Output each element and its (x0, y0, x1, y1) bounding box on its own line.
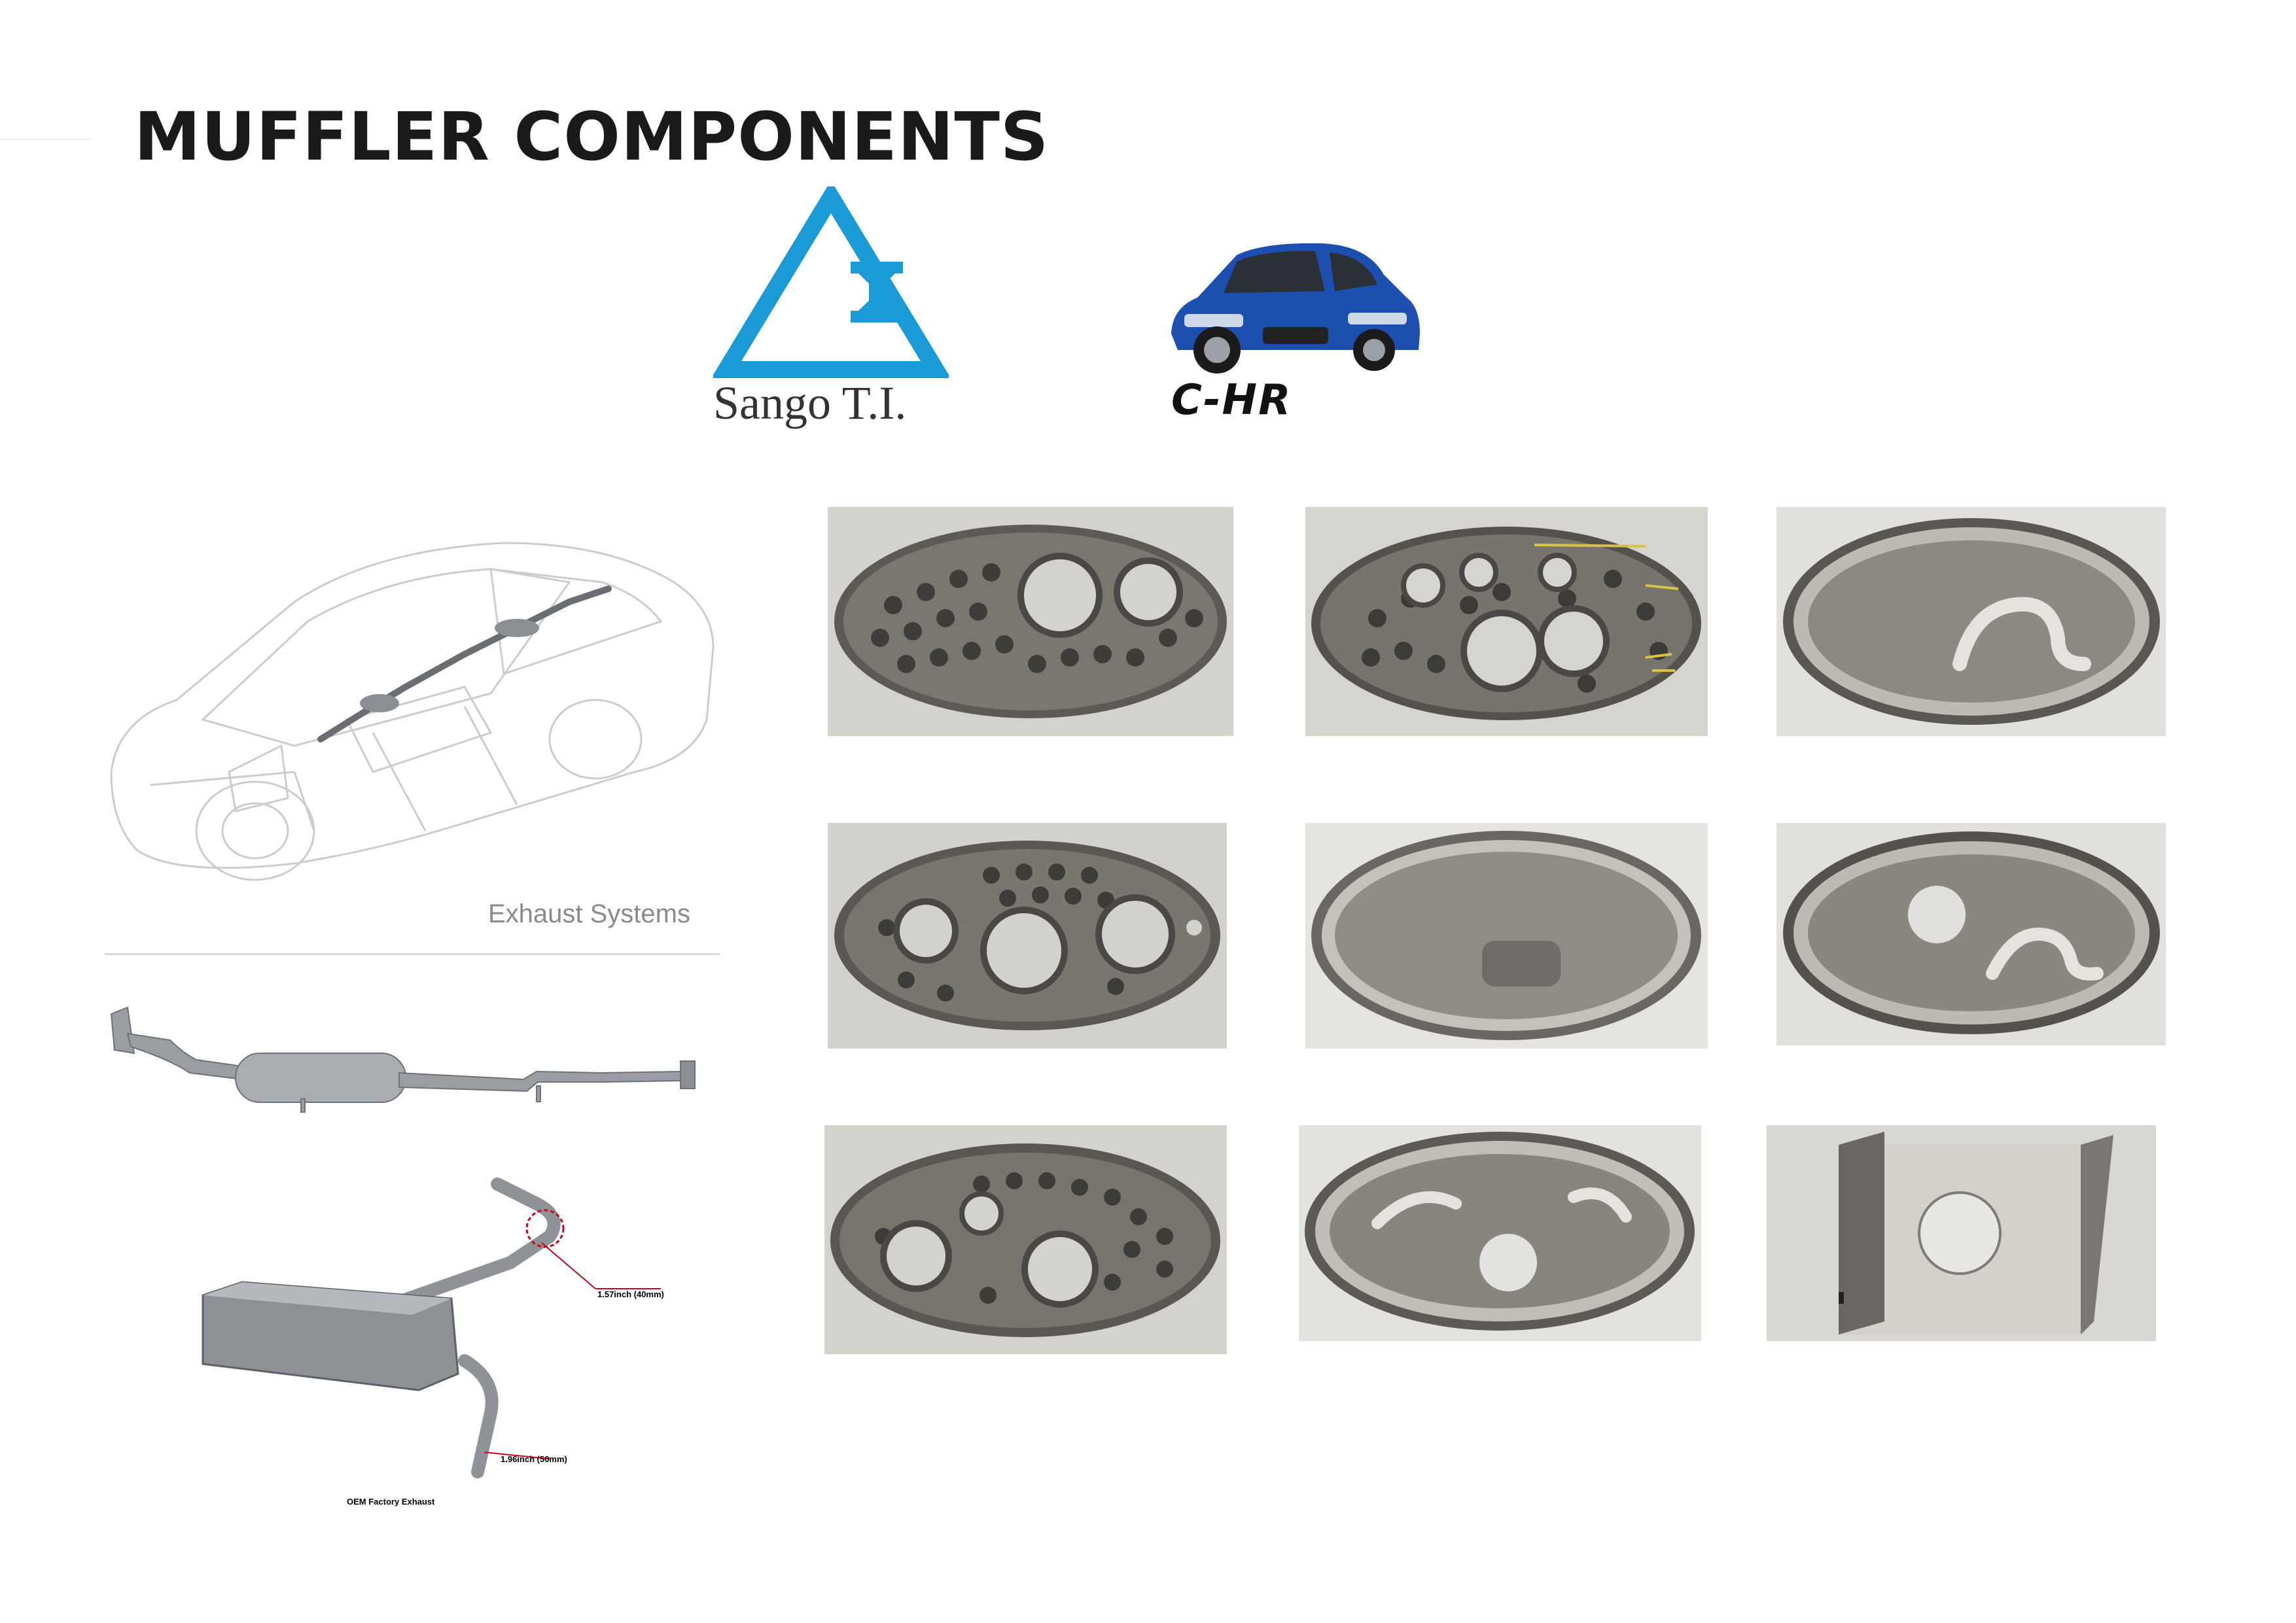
oem-exhaust-photo: 1.57inch (40mm) 1.96inch (50mm) OEM Fact… (183, 1164, 707, 1531)
component-end-cap-shell-3 (1776, 823, 2166, 1045)
oem-exhaust-illustration: 1.57inch (40mm) 1.96inch (50mm) OEM Fact… (202, 1178, 664, 1507)
component-perforated-baffle-plate-1 (828, 507, 1233, 736)
exhaust-pipe-illustration (110, 1006, 696, 1113)
pipe-diameter-label-1: 1.57inch (40mm) (597, 1289, 664, 1299)
sango-logo: Sango T.I. (711, 180, 951, 435)
xray-car-illustration: Exhaust Systems (110, 542, 715, 928)
oem-exhaust-caption: OEM Factory Exhaust (347, 1497, 435, 1507)
blue-suv-icon (1171, 243, 1420, 374)
pipe-diameter-label-2: 1.96inch (50mm) (501, 1454, 567, 1464)
divider-line (105, 953, 720, 955)
component-end-cap-shell-4 (1299, 1125, 1701, 1341)
chr-logo-text: C-HR (1171, 376, 1292, 425)
car-exhaust-diagram: Exhaust Systems (98, 523, 726, 929)
title-rule (0, 139, 92, 140)
car-caption: Exhaust Systems (488, 899, 690, 928)
component-end-cap-shell-2 (1305, 823, 1708, 1049)
sango-logo-text: Sango T.I. (713, 377, 907, 429)
component-perforated-baffle-plate-3 (828, 823, 1227, 1049)
chr-logo: C-HR (1158, 236, 1433, 432)
sango-triangle-icon (711, 180, 951, 378)
component-mounting-bracket (1767, 1125, 2156, 1341)
component-perforated-baffle-plate-2 (1305, 507, 1708, 736)
exhaust-pipe-photo (105, 1001, 726, 1119)
component-perforated-baffle-plate-4 (824, 1125, 1227, 1354)
page-title: MUFFLER COMPONENTS (134, 98, 1050, 176)
component-end-cap-shell-1 (1776, 507, 2166, 736)
